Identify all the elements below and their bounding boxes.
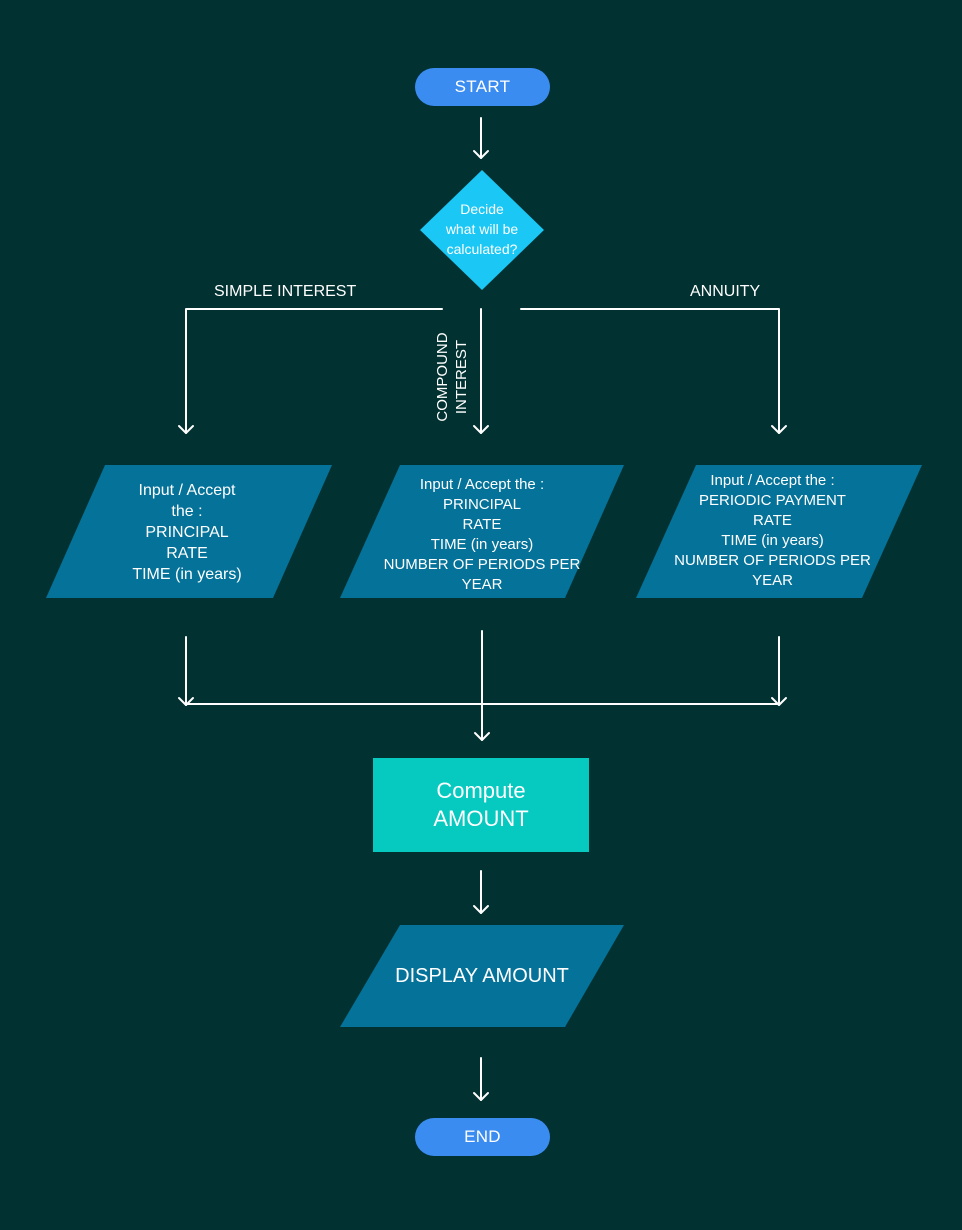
- branch-label-compound-interest: COMPOUND INTEREST: [434, 332, 470, 422]
- arrowhead-branch-simple: [178, 425, 194, 434]
- connector-branch-annuity: [520, 308, 780, 434]
- arrowhead-branch-annuity: [771, 425, 787, 434]
- input-compound-shape: [340, 465, 624, 598]
- arrowhead-branch-compound: [473, 425, 489, 434]
- end-terminal: END: [415, 1118, 550, 1156]
- decision-label: Decide what will be calculated?: [445, 201, 519, 257]
- decision-diamond: [420, 170, 544, 290]
- start-label: START: [454, 77, 511, 96]
- arrowhead-compute-display: [473, 905, 489, 914]
- branch-label-simple-interest: SIMPLE INTEREST: [214, 283, 357, 300]
- input-compound-label: Input / Accept the : PRINCIPAL RATE TIME…: [383, 476, 581, 593]
- compute-label: Compute AMOUNT: [433, 778, 529, 831]
- arrowhead-display-end: [473, 1092, 489, 1101]
- input-annuity-label: Input / Accept the : PERIODIC PAYMENT RA…: [674, 472, 871, 589]
- display-shape: [340, 925, 624, 1027]
- compute-shape: [373, 758, 589, 852]
- display-label: DISPLAY AMOUNT: [395, 964, 569, 987]
- input-simple-label: Input / Accept the : PRINCIPAL RATE TIME…: [132, 481, 242, 583]
- input-annuity-shape: [636, 465, 922, 598]
- input-simple-shape: [46, 465, 332, 598]
- arrowhead-start-decision: [473, 150, 489, 159]
- end-label: END: [464, 1127, 501, 1146]
- start-terminal: START: [415, 68, 550, 106]
- branch-label-annuity: ANNUITY: [690, 283, 761, 300]
- connector-branch-simple: [185, 308, 443, 434]
- arrowhead-compound-compute: [474, 732, 490, 741]
